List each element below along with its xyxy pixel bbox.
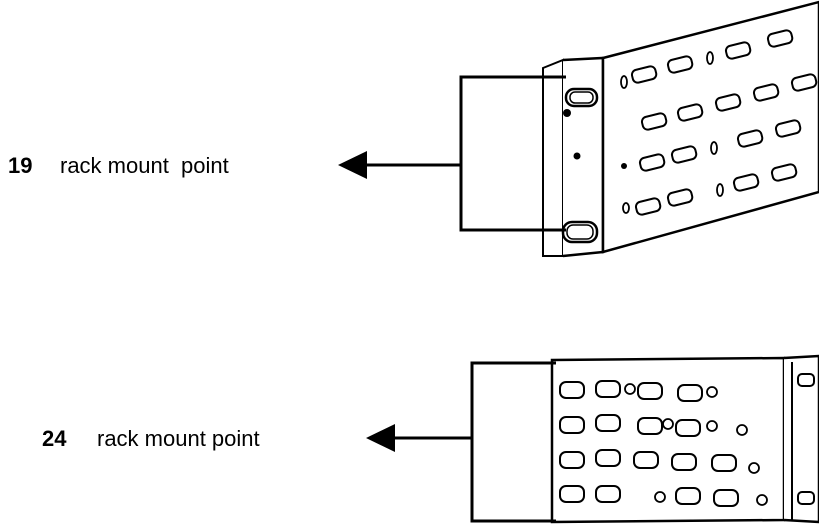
bracket-24-inch: [550, 354, 819, 524]
bracket-19-top-slot: [564, 87, 599, 108]
callout-24-leader: [394, 361, 556, 523]
callout-24-number: 24: [42, 426, 67, 451]
callout-19-leader: [365, 75, 566, 232]
callout-24-arrowhead: [366, 424, 395, 452]
callout-24-label: rack mount point: [97, 426, 260, 451]
callout-19-number: 19: [8, 153, 32, 178]
bracket-19-inch: [542, 0, 819, 258]
bracket-19-flange: [542, 58, 564, 257]
svg-text:24: 24: [42, 426, 67, 451]
svg-text:19: 19: [8, 153, 32, 178]
bracket-19-rivet: [621, 163, 627, 169]
bracket-19-top-slot-inner: [569, 91, 594, 104]
callout-19-arrowhead: [338, 151, 367, 179]
bracket-24-vent-slots: [559, 380, 739, 507]
bracket-19-vent-slots: [630, 29, 818, 216]
bracket-24-front-panel: [550, 356, 786, 524]
callout-19-label: rack mount point: [60, 153, 229, 178]
bracket-19-screw-hole-upper: [563, 109, 571, 117]
bracket-19-round-holes: [620, 51, 724, 214]
bracket-24-round-holes: [624, 383, 768, 506]
bracket-24-side-slots: [797, 373, 815, 505]
bracket-19-bottom-slot: [561, 220, 599, 244]
bracket-19-screw-hole-middle: [573, 152, 581, 160]
bracket-19-side-panel: [601, 0, 819, 254]
bracket-19-bottom-slot-inner: [566, 224, 594, 240]
